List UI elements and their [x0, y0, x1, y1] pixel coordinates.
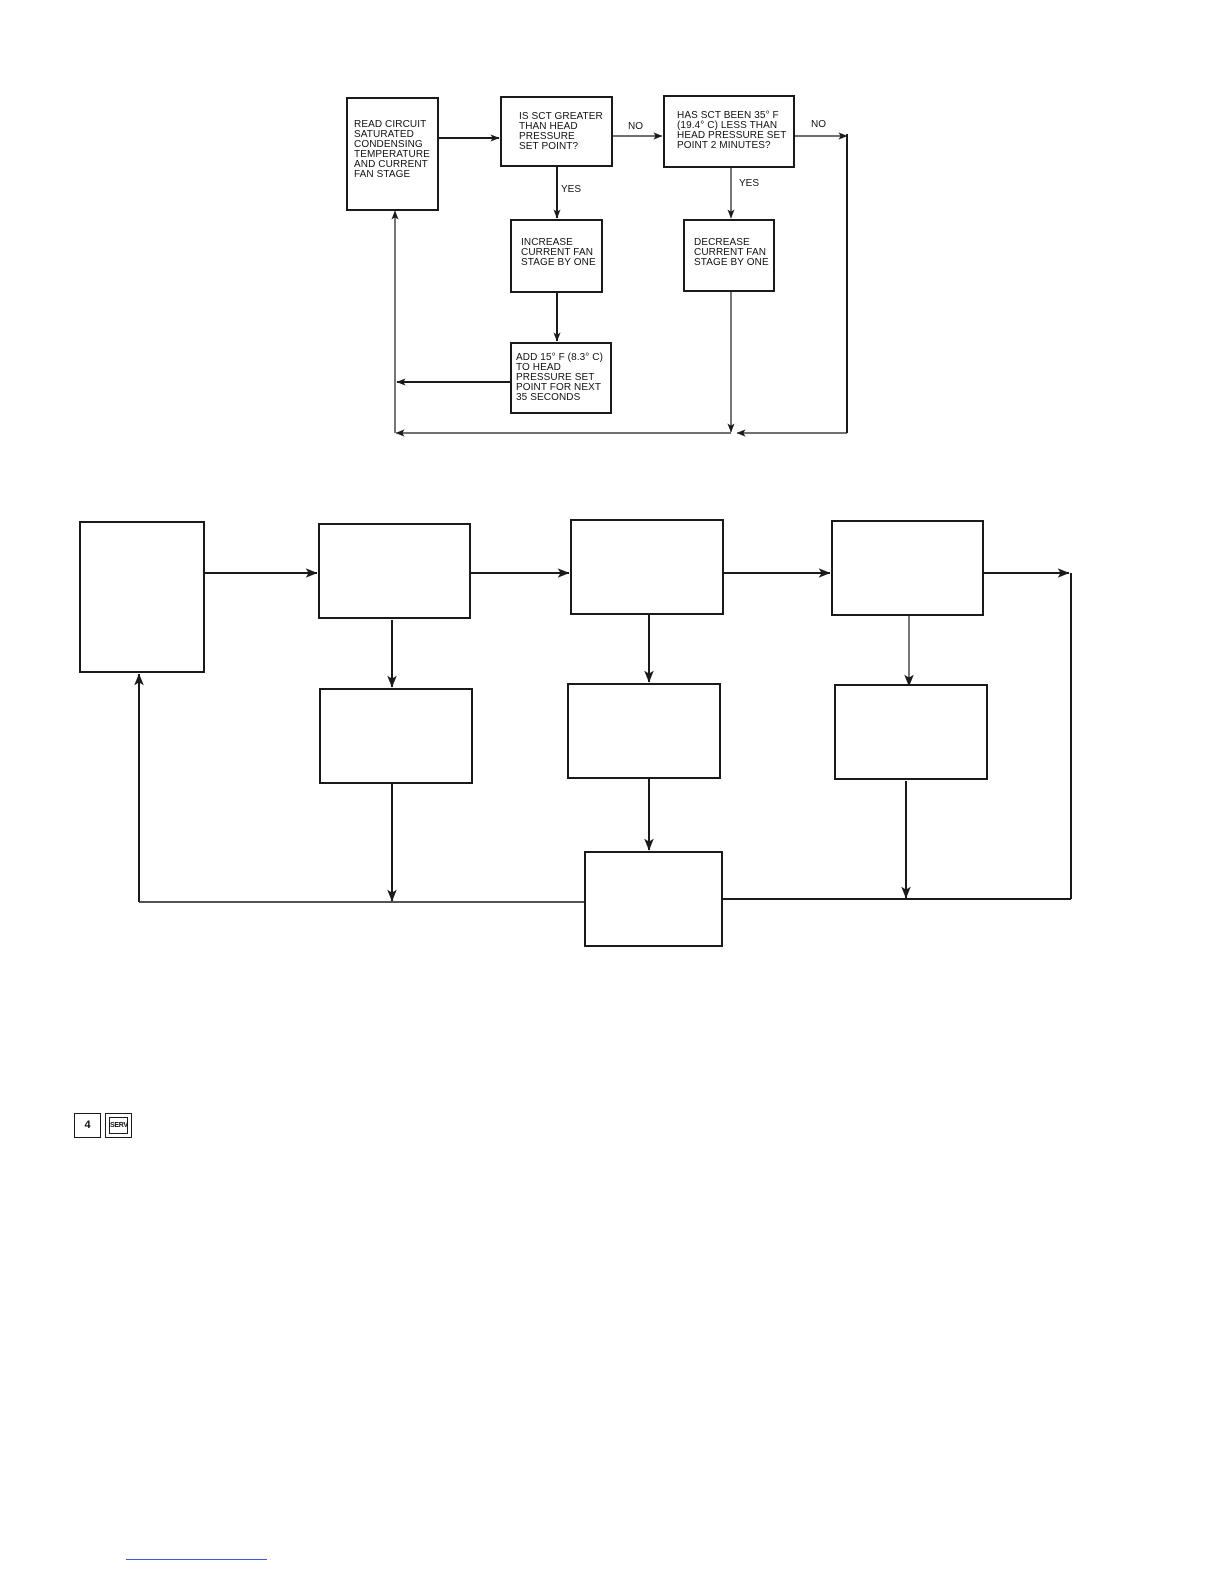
footer-rule — [126, 1559, 267, 1560]
section-badge-label: SERV — [109, 1117, 128, 1134]
box-increase-fan-text: INCREASE CURRENT FAN STAGE BY ONE — [521, 237, 596, 268]
box-is-sct-greater — [500, 96, 613, 167]
box-increase-fan — [510, 219, 603, 293]
label-yes-2: YES — [739, 178, 760, 189]
bottom-flowchart-lines — [134, 568, 1072, 903]
box-add-15f — [510, 342, 612, 414]
blank-box-2 — [318, 523, 471, 619]
blank-box-3 — [570, 519, 724, 615]
box-has-sct-been-text: HAS SCT BEEN 35° F (19.4° C) LESS THAN H… — [677, 110, 787, 151]
blank-box-7 — [834, 684, 988, 780]
label-yes-1: YES — [561, 184, 582, 195]
box-has-sct-been — [663, 95, 795, 168]
box-read-circuit-text: READ CIRCUIT SATURATED CONDENSING TEMPER… — [354, 119, 430, 180]
label-no-1: NO — [628, 121, 643, 132]
top-flowchart-lines — [391, 132, 848, 437]
page-number-badge: 4 — [74, 1113, 101, 1138]
box-add-15f-text: ADD 15° F (8.3° C) TO HEAD PRESSURE SET … — [516, 352, 604, 403]
blank-box-1 — [79, 521, 205, 673]
blank-box-6 — [567, 683, 721, 779]
box-decrease-fan-text: DECREASE CURRENT FAN STAGE BY ONE — [694, 237, 769, 268]
label-no-2: NO — [811, 119, 826, 130]
section-badge: SERV — [105, 1113, 132, 1138]
box-decrease-fan — [683, 219, 775, 292]
box-is-sct-greater-text: IS SCT GREATER THAN HEAD PRESSURE SET PO… — [519, 111, 603, 152]
box-read-circuit — [346, 97, 439, 211]
blank-box-4 — [831, 520, 984, 616]
blank-box-8 — [584, 851, 723, 947]
blank-box-5 — [319, 688, 473, 784]
